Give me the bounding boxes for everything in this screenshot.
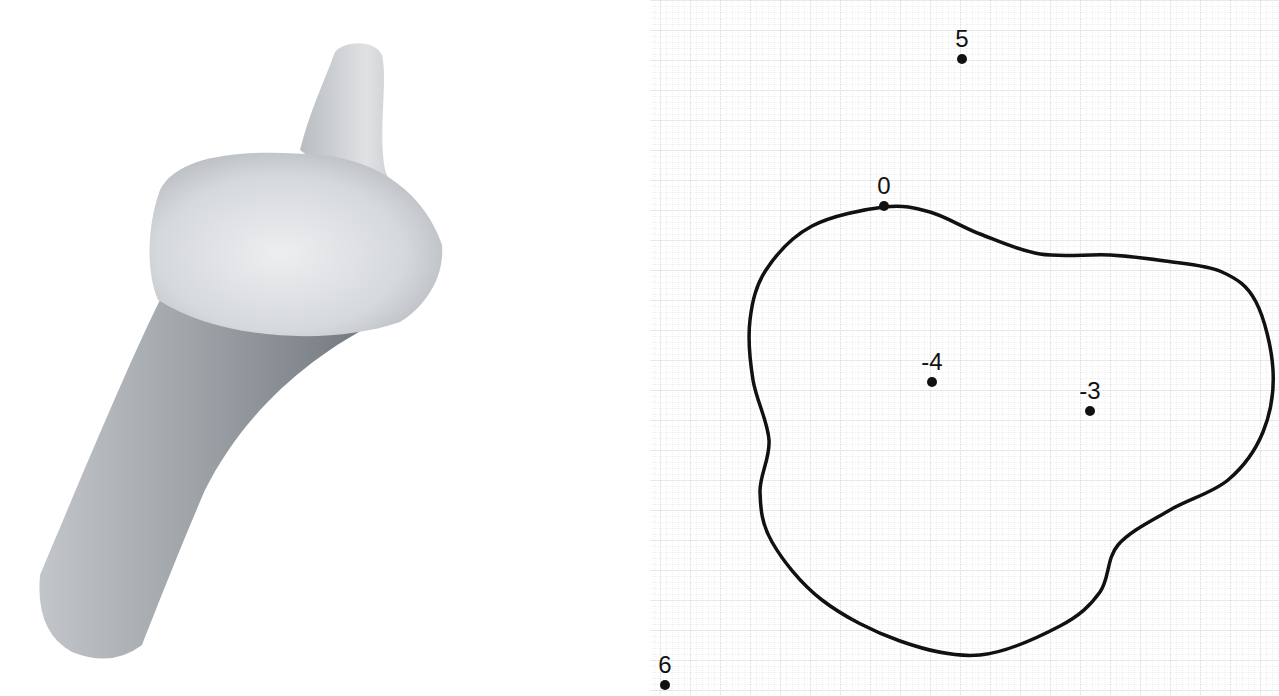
point-dot bbox=[660, 680, 670, 690]
cap bbox=[150, 153, 443, 336]
point-label: -4 bbox=[921, 350, 942, 374]
point-label: -3 bbox=[1079, 379, 1100, 403]
point-dot bbox=[879, 201, 889, 211]
grid bbox=[650, 0, 1279, 696]
point-label: 5 bbox=[955, 27, 968, 51]
point-dot bbox=[1085, 406, 1095, 416]
point-label: 0 bbox=[877, 174, 890, 198]
point-label: 6 bbox=[658, 653, 671, 677]
point-dot bbox=[957, 54, 967, 64]
point-dot bbox=[927, 377, 937, 387]
stem bbox=[39, 300, 385, 659]
closed-curve bbox=[749, 206, 1273, 655]
